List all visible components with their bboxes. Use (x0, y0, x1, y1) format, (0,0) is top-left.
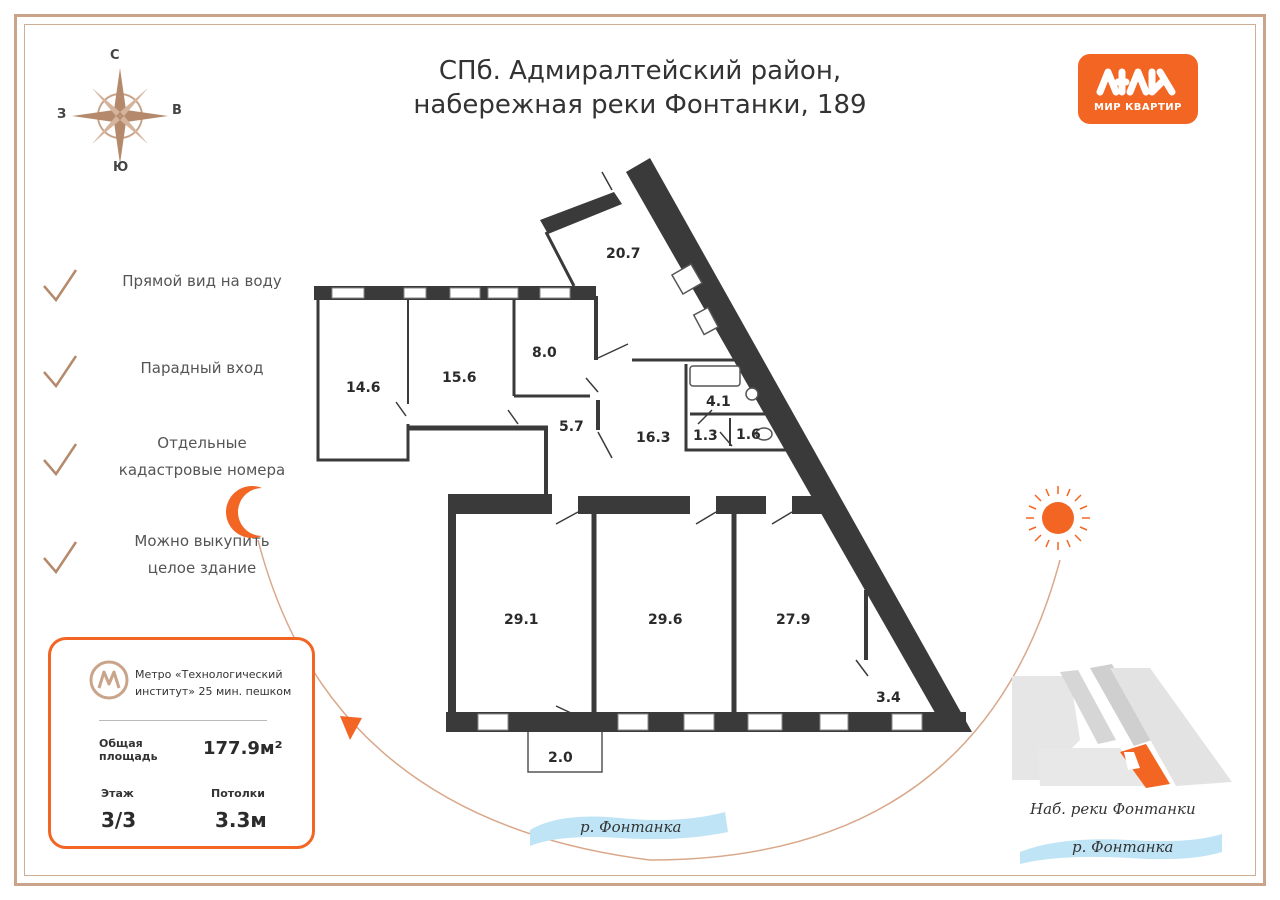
divider (99, 720, 267, 721)
feature-line-1: Парадный вход (140, 359, 264, 377)
room-area-label: 16.3 (636, 430, 671, 446)
window (617, 713, 649, 731)
feature-line-2: целое здание (147, 559, 257, 577)
metro-icon (89, 660, 129, 700)
sink-icon (745, 387, 759, 401)
info-card: Метро «Технологический институт» 25 мин.… (48, 637, 315, 849)
title-line-2: набережная реки Фонтанки, 189 (413, 90, 867, 120)
compass-south-label: Ю (113, 160, 129, 175)
floor-label: Этаж (101, 787, 134, 800)
arrow-icon (340, 716, 362, 740)
check-icon (43, 541, 78, 575)
room-area-label: 1.6 (736, 427, 761, 443)
inner-frame (24, 24, 1256, 876)
bathtub-icon (689, 365, 741, 387)
area-label-line-1: Общая (99, 737, 143, 750)
room-area-label: 2.0 (548, 750, 573, 766)
river-label: р. Фонтанка (580, 818, 682, 836)
feature-water-view: Прямой вид на воду (40, 266, 290, 316)
window (403, 287, 427, 299)
area-label-line-2: площадь (99, 750, 158, 763)
window (819, 713, 849, 731)
window (487, 287, 519, 299)
window (477, 713, 509, 731)
area-label: Общая площадь (99, 737, 179, 763)
compass-east-label: В (172, 103, 182, 118)
sun-path-arc (257, 539, 1061, 861)
river-wave (1020, 834, 1222, 864)
window (539, 287, 571, 299)
floor-plan (314, 158, 972, 773)
window (747, 713, 783, 731)
metro-info: Метро «Технологический институт» 25 мин.… (135, 666, 305, 700)
window (683, 713, 715, 731)
room-area-label: 8.0 (532, 345, 557, 361)
logo-text: МИР КВАРТИР (1093, 102, 1182, 113)
wall (578, 496, 690, 514)
moon-icon (226, 486, 262, 538)
metro-line-1: Метро «Технологический (135, 668, 283, 681)
feature-whole-building: Можно выкупить целое здание (40, 532, 290, 588)
embankment-label: Наб. реки Фонтанки (1030, 800, 1196, 818)
wall (448, 494, 552, 514)
river-wave (530, 812, 728, 846)
feature-line-1: Можно выкупить (134, 532, 270, 550)
ceiling-value: 3.3м (215, 808, 267, 832)
compass-north-label: С (110, 48, 120, 63)
room-area-label: 3.4 (876, 690, 901, 706)
outer-frame (14, 14, 1266, 886)
page-title: СПб. Адмиралтейский район, набережная ре… (360, 54, 920, 122)
brand-logo[interactable]: МИР КВАРТИР (1078, 54, 1198, 124)
room-area-label: 4.1 (706, 394, 731, 410)
feature-line-1: Прямой вид на воду (122, 272, 282, 290)
floor-value: 3/3 (101, 808, 137, 832)
check-icon (43, 269, 78, 303)
room-area-label: 15.6 (442, 370, 477, 386)
feature-cadastral: Отдельные кадастровые номера (40, 434, 290, 490)
feature-line-1: Отдельные (157, 434, 247, 452)
wall (792, 496, 828, 514)
wall (716, 496, 766, 514)
sun-icon (1026, 486, 1090, 550)
room-area-label: 29.1 (504, 612, 539, 628)
metro-line-2: институт» 25 мин. пешком (135, 685, 292, 698)
feature-front-entrance: Парадный вход (40, 352, 290, 402)
window (891, 713, 923, 731)
room-area-label: 20.7 (606, 246, 641, 262)
kitchen-sink-icon (692, 306, 720, 336)
stove-icon (670, 262, 704, 296)
compass-rose-icon (72, 68, 168, 164)
room-area-label: 5.7 (559, 419, 584, 435)
room-area-label: 29.6 (648, 612, 683, 628)
title-line-1: СПб. Адмиралтейский район, (438, 56, 842, 86)
room-area-label: 1.3 (693, 428, 718, 444)
window (449, 287, 481, 299)
compass-west-label: З (57, 107, 67, 122)
feature-line-2: кадастровые номера (118, 461, 286, 479)
balcony (527, 732, 603, 773)
room-area-label: 27.9 (776, 612, 811, 628)
ceiling-label: Потолки (211, 787, 265, 800)
area-value: 177.9м² (203, 738, 283, 759)
location-map (1012, 664, 1232, 788)
toilet-icon (755, 427, 773, 441)
check-icon (43, 443, 78, 477)
window (331, 287, 365, 299)
location-river-label: р. Фонтанка (1072, 838, 1174, 856)
room-area-label: 14.6 (346, 380, 381, 396)
check-icon (43, 355, 78, 389)
logo-mark-icon (1096, 68, 1176, 96)
